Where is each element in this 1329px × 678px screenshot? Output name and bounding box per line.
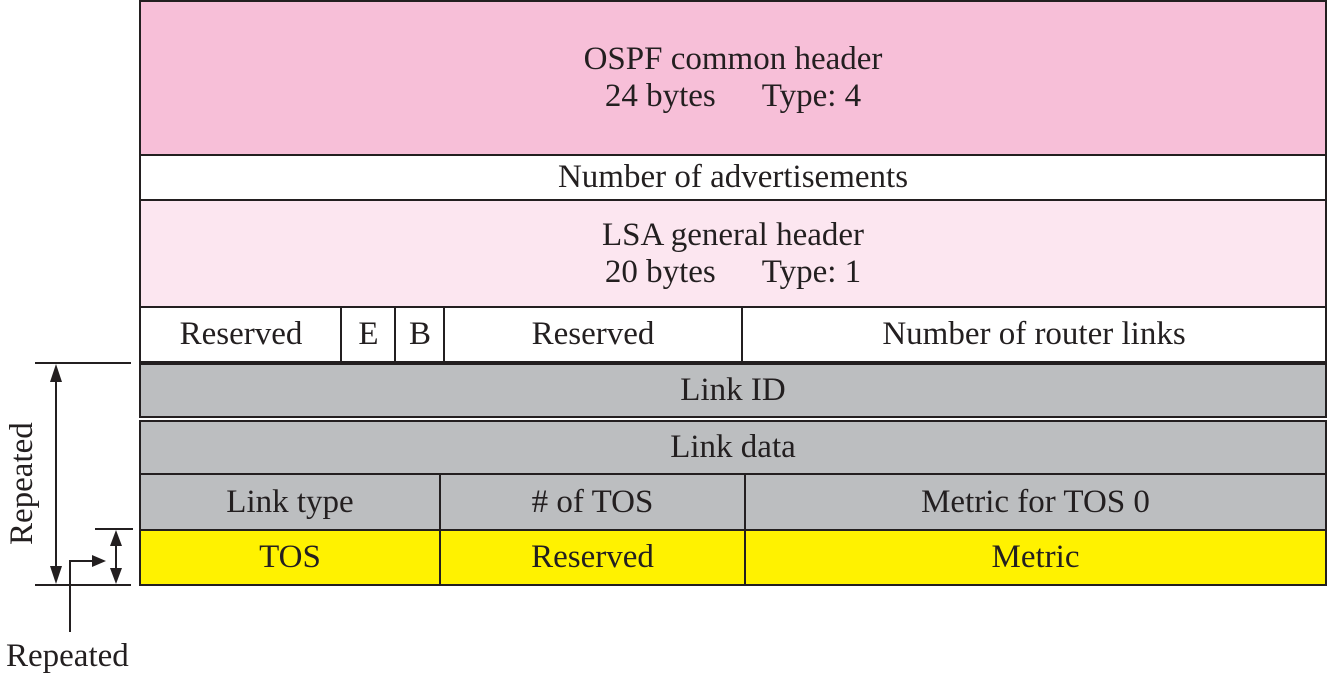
reserved-field-2: Reserved	[531, 316, 655, 352]
inner-arrow-up-head	[110, 530, 122, 546]
link-id-block: Link ID	[139, 363, 1327, 418]
ospf-common-header-text: OSPF common header 24 bytes Type: 4	[141, 2, 1325, 154]
metric-tos0-field: Metric for TOS 0	[921, 483, 1150, 520]
outer-arrow-up-head	[50, 364, 62, 382]
lsa-header-type: Type: 1	[761, 253, 862, 290]
link-type-field: Link type	[226, 483, 354, 520]
b-flag-field: B	[408, 316, 431, 352]
router-flags-row: Reserved E B Reserved Number of router l…	[139, 306, 1327, 363]
link-data-label: Link data	[670, 429, 796, 465]
link-id-label: Link ID	[680, 372, 786, 408]
lsa-header-size: 20 bytes	[604, 253, 716, 290]
ospf-header-size: 24 bytes	[604, 78, 716, 114]
ospf-header-details: 24 bytes Type: 4	[605, 80, 861, 113]
divider	[744, 531, 746, 584]
divider	[439, 531, 441, 584]
tos-metric-field: Metric	[991, 539, 1080, 575]
ospf-header-title: OSPF common header	[583, 41, 883, 77]
link-type-row: Link type # of TOS Metric for TOS 0	[139, 473, 1327, 531]
inner-arrow-down-head	[110, 568, 122, 584]
num-tos-field: # of TOS	[531, 483, 654, 520]
divider	[340, 308, 342, 361]
ospf-header-type: Type: 4	[761, 78, 862, 114]
pointer-arrow-head	[92, 555, 106, 567]
num-router-links-field: Number of router links	[882, 316, 1186, 352]
divider	[741, 308, 743, 361]
repeated-outer-label: Repeated	[4, 422, 40, 545]
e-flag-field: E	[358, 316, 379, 352]
outer-arrow-down-head	[50, 566, 62, 584]
inner-label-pointer	[69, 560, 96, 632]
num-advertisements-label: Number of advertisements	[557, 159, 909, 195]
reserved-field-1: Reserved	[179, 316, 303, 352]
repeated-inner-label: Repeated	[6, 638, 129, 674]
num-advertisements-block: Number of advertisements	[139, 154, 1327, 201]
lsa-header-text: LSA general header 20 bytes Type: 1	[141, 201, 1325, 306]
divider	[443, 308, 445, 361]
divider	[744, 475, 746, 529]
divider	[394, 308, 396, 361]
tos-field: TOS	[259, 539, 321, 575]
tos-row: TOS Reserved Metric	[139, 529, 1327, 586]
lsa-header-title: LSA general header	[601, 216, 865, 253]
ospf-common-header-block: OSPF common header 24 bytes Type: 4	[139, 0, 1327, 156]
tos-reserved-field: Reserved	[531, 539, 654, 575]
divider	[439, 475, 441, 529]
lsa-header-details: 20 bytes Type: 1	[604, 253, 862, 290]
